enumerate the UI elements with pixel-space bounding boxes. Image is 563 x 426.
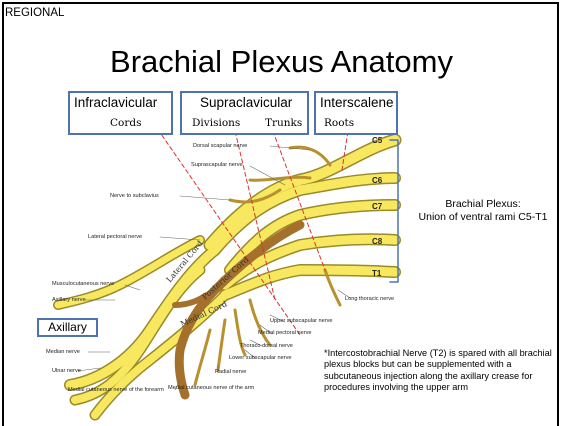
label-musculocutaneous: Musculocutaneous nerve	[52, 281, 115, 287]
infraclavicular-sub: Cords	[110, 117, 142, 129]
label-upper-subscapular: Upper subscapular nerve	[270, 318, 333, 324]
root-label-c7: C7	[372, 202, 383, 211]
bp-line-2: Union of ventral rami C5-T1	[418, 211, 548, 223]
label-subclavius: Nerve to subclavius	[110, 193, 159, 199]
label-med-cut-forearm: Medial cutaneous nerve of the forearm	[68, 387, 164, 393]
label-dorsal-scapular: Dorsal scapular nerve	[193, 143, 248, 149]
interscalene-sub: Roots	[324, 117, 355, 129]
infraclavicular-box: Infraclavicular Cords	[68, 91, 173, 135]
label-long-thoracic: Long thoracic nerve	[345, 296, 395, 302]
label-radial: Radial nerve	[215, 369, 247, 375]
supraclavicular-sub-divisions: Divisions	[192, 117, 241, 129]
label-ulnar: Ulnar nerve	[52, 368, 81, 374]
label-median: Median nerve	[46, 349, 80, 355]
root-label-c8: C8	[372, 237, 383, 246]
supraclavicular-sub-trunks: Trunks	[265, 117, 303, 129]
infraclavicular-title: Infraclavicular	[74, 95, 158, 110]
label-lower-subscapular: Lower subscapular nerve	[229, 355, 292, 361]
supraclavicular-title: Supraclavicular	[200, 95, 293, 110]
brachial-plexus-definition: Brachial Plexus: Union of ventral rami C…	[408, 198, 558, 224]
section-label: REGIONAL	[5, 7, 65, 19]
bp-line-1: Brachial Plexus:	[445, 198, 521, 210]
axillary-box: Axillary	[37, 318, 98, 337]
label-axillary-nerve: Axillary nerve	[52, 297, 86, 303]
interscalene-title: Interscalene	[320, 95, 394, 110]
supraclavicular-box: Supraclavicular Divisions Trunks	[180, 91, 309, 135]
intercostobrachial-note: *Intercostobrachial Nerve (T2) is spared…	[324, 348, 552, 392]
root-label-c5: C5	[372, 136, 383, 145]
label-suprascapular: Suprascapular nerve	[191, 162, 243, 168]
interscalene-box: Interscalene Roots	[314, 91, 398, 135]
label-lateral-pectoral: Lateral pectoral nerve	[88, 234, 143, 240]
label-med-cut-arm: Medial cutaneous nerve of the arm	[168, 385, 255, 391]
root-label-t1: T1	[372, 269, 382, 278]
root-label-c6: C6	[372, 176, 383, 185]
label-thoracodorsal: Thoraco dorsal nerve	[240, 343, 293, 349]
slide-title: Brachial Plexus Anatomy	[110, 44, 453, 79]
label-medial-pectoral: Medial pectoral nerve	[258, 330, 312, 336]
